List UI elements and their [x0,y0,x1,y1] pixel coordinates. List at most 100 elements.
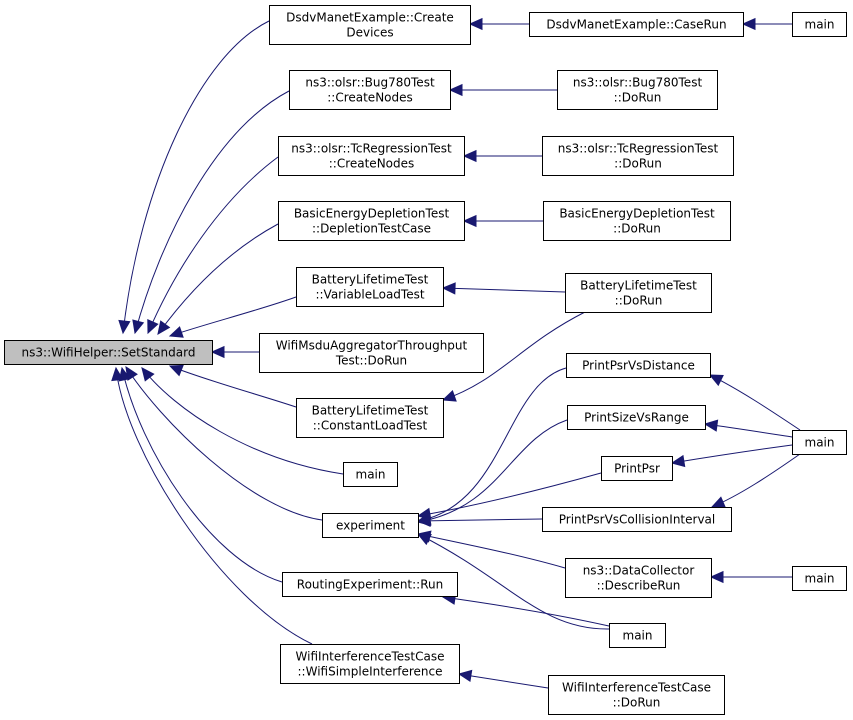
edge-line [709,374,801,431]
edge-line [417,533,610,630]
arrowhead-icon [168,364,184,377]
edge-bug780-dorun-to-bug780-create [448,83,557,97]
node-battery-constant[interactable]: BatteryLifetimeTest::ConstantLoadTest [296,398,444,438]
node-size-range[interactable]: PrintSizeVsRange [567,405,706,430]
node-box [289,70,451,110]
node-label: main [805,572,835,586]
node-box [278,201,465,241]
node-box [282,572,458,597]
node-main-right[interactable]: main [792,430,847,455]
node-box [548,675,725,715]
edge-wifi-interference-to-set-standard [111,366,313,645]
node-label: ::DepletionTestCase [312,222,431,236]
node-label: WifiInterferenceTestCase [562,681,711,695]
edge-line [115,367,313,645]
node-box [565,273,712,313]
node-label: main [623,629,653,643]
node-box [601,456,673,481]
node-main-routing[interactable]: main [609,623,666,648]
node-bug780-create[interactable]: ns3::olsr::Bug780Test::CreateNodes [289,70,451,110]
node-main-describe[interactable]: main [792,566,847,591]
node-box [566,353,711,378]
node-label: main [356,468,386,482]
edge-describe-run-to-experiment [416,530,566,569]
arrowhead-icon [111,366,124,382]
arrowhead-icon [462,149,477,163]
node-box [529,12,744,37]
node-routing-run[interactable]: RoutingExperiment::Run [282,572,458,597]
node-wifi-interference[interactable]: WifiInterferenceTestCase::WifiSimpleInte… [280,644,460,684]
node-case-run[interactable]: DsdvManetExample::CaseRun [529,12,744,37]
node-label: ::VariableLoadTest [315,288,424,302]
edge-main-right-to-psr-distance [708,374,801,431]
edge-line [417,518,543,522]
node-box [296,267,444,307]
node-main-mid[interactable]: main [343,462,398,487]
node-box [792,430,847,455]
edge-case-run-to-create-devices [468,17,529,31]
node-box [792,12,847,37]
node-psr-collision[interactable]: PrintPsrVsCollisionInterval [542,507,732,532]
node-label: DsdvManetExample::Create [286,11,454,25]
node-main-top[interactable]: main [792,12,847,37]
node-battery-dorun[interactable]: BatteryLifetimeTest::DoRun [565,273,712,313]
node-label: ::DoRun [613,222,661,236]
node-bug780-dorun[interactable]: ns3::olsr::Bug780Test::DoRun [557,70,718,110]
edge-line [671,444,793,464]
node-label: main [805,436,835,450]
edge-line [704,423,793,438]
arrowhead-icon [741,17,756,31]
arrowhead-icon [441,282,456,295]
arrowhead-icon [670,454,686,468]
arrowhead-icon [416,533,432,546]
node-label: BasicEnergyDepletionTest [559,207,715,221]
edge-line [141,367,344,475]
node-tcreg-dorun[interactable]: ns3::olsr::TcRegressionTest::DoRun [542,136,734,176]
arrowhead-icon [147,319,159,335]
node-box [269,5,471,45]
node-box [542,136,734,176]
node-energy-case[interactable]: BasicEnergyDepletionTest::DepletionTestC… [278,201,465,241]
arrowhead-icon [703,419,719,432]
arrowhead-icon [416,514,431,527]
node-label: BasicEnergyDepletionTest [294,207,450,221]
arrowhead-icon [118,319,131,335]
node-experiment[interactable]: experiment [322,513,419,538]
node-box [792,566,847,591]
node-describe-run[interactable]: ns3::DataCollector::DescribeRun [565,558,712,598]
node-label: Devices [346,26,393,40]
node-label: WifiInterferenceTestCase [296,650,445,664]
node-label: PrintPsrVsCollisionInterval [559,513,716,527]
node-label: ::CreateNodes [327,91,413,105]
arrowhead-icon [210,345,225,359]
node-box [609,623,666,648]
node-layer: ns3::WifiHelper::SetStandard DsdvManetExa… [4,5,847,715]
edge-line [417,472,602,517]
node-set-standard[interactable]: ns3::WifiHelper::SetStandard [4,340,213,365]
node-print-psr[interactable]: PrintPsr [601,456,673,481]
node-box [322,513,419,538]
node-box [280,644,460,684]
edge-msdu-dorun-to-set-standard [210,345,259,359]
edge-bug780-create-to-set-standard [132,90,290,335]
node-label: ::CreateNodes [329,157,415,171]
node-box [567,405,706,430]
node-label: ::DescribeRun [597,579,681,593]
node-label: ns3::olsr::TcRegressionTest [558,142,719,156]
node-energy-dorun[interactable]: BasicEnergyDepletionTest::DoRun [543,201,731,241]
node-box [557,70,718,110]
node-label: ::DoRun [613,696,661,710]
node-label: ns3::WifiHelper::SetStandard [22,346,196,360]
node-box [278,136,465,176]
edge-line [417,419,568,523]
arrowhead-icon [132,319,145,335]
edge-line [125,366,323,521]
edge-line [169,296,297,337]
node-wifi-interference-dorun[interactable]: WifiInterferenceTestCase::DoRun [548,675,725,715]
node-battery-variable[interactable]: BatteryLifetimeTest::VariableLoadTest [296,267,444,307]
node-tcreg-create[interactable]: ns3::olsr::TcRegressionTest::CreateNodes [278,136,465,176]
node-psr-distance[interactable]: PrintPsrVsDistance [566,353,711,378]
